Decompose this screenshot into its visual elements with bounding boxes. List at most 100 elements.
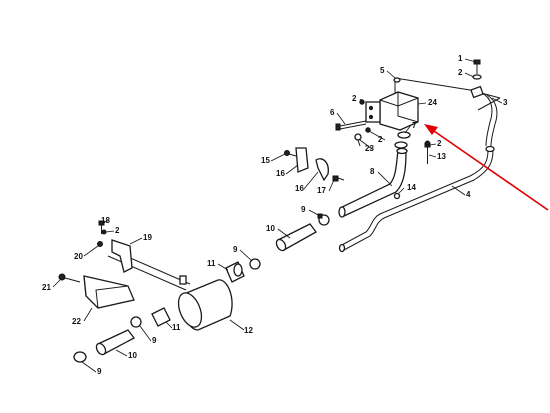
callout-2: 2: [352, 94, 357, 103]
gasket-7[interactable]: [394, 131, 411, 149]
callout-23: 23: [365, 144, 374, 153]
bolt-15[interactable]: [284, 150, 297, 157]
clip-14[interactable]: [393, 192, 401, 200]
leader-line: [277, 228, 291, 239]
leader-line: [328, 179, 335, 192]
leader-line: [217, 263, 229, 271]
bolt-13[interactable]: [424, 140, 431, 164]
leader-line: [239, 249, 253, 262]
leader-line: [359, 98, 363, 103]
elbow-11-upper[interactable]: [225, 261, 245, 283]
clamp-9-bottom[interactable]: [73, 351, 87, 363]
pump-body-24[interactable]: [365, 91, 419, 131]
leader-line: [308, 209, 321, 217]
leader-lines: [52, 58, 503, 373]
callout-5: 5: [380, 66, 385, 75]
leader-line: [83, 307, 93, 322]
washers-2[interactable]: [359, 99, 371, 133]
callout-22: 22: [72, 317, 81, 326]
highlight-arrow: [424, 124, 549, 211]
leader-line: [451, 185, 466, 196]
callout-15: 15: [261, 156, 270, 165]
callout-13: 13: [437, 152, 446, 161]
bracket-16-upper[interactable]: [295, 147, 309, 173]
leader-line: [428, 154, 437, 158]
leader-line: [129, 237, 143, 245]
callout-11: 11: [172, 323, 181, 332]
leader-line: [139, 325, 152, 342]
leader-line: [429, 143, 437, 146]
tray-22[interactable]: [83, 275, 135, 309]
leader-line: [99, 220, 109, 223]
callout-2: 2: [378, 135, 383, 144]
leader-line: [491, 97, 503, 104]
callout-10: 10: [266, 224, 275, 233]
callout-1: 1: [458, 54, 463, 63]
leader-line: [270, 153, 286, 162]
leader-line: [52, 279, 61, 288]
leader-line: [464, 58, 477, 63]
callout-10: 10: [128, 351, 137, 360]
washer-2-top[interactable]: [472, 74, 482, 80]
bracket-19[interactable]: [111, 239, 133, 273]
leader-line: [368, 130, 386, 141]
leader-line: [303, 171, 319, 190]
clamp-9-lower[interactable]: [130, 316, 142, 328]
leader-line: [336, 112, 346, 125]
callout-6: 6: [330, 108, 335, 117]
callout-16: 16: [295, 184, 304, 193]
suction-pipe-8[interactable]: [338, 147, 408, 218]
callout-7: 7: [412, 121, 417, 130]
callout-16: 16: [276, 169, 285, 178]
leader-line: [359, 139, 373, 150]
callout-9: 9: [301, 205, 306, 214]
callout-4: 4: [466, 190, 471, 199]
bolt-5[interactable]: [393, 77, 401, 83]
callout-20: 20: [74, 252, 83, 261]
bolt-21[interactable]: [58, 273, 81, 283]
callout-11: 11: [207, 259, 216, 268]
hose-10-upper[interactable]: [275, 223, 317, 252]
fitting-3[interactable]: [470, 85, 498, 147]
callout-18: 18: [101, 216, 110, 225]
callout-3: 3: [503, 98, 508, 107]
leader-line: [165, 321, 173, 329]
leader-line: [377, 171, 393, 187]
callout-14: 14: [407, 183, 416, 192]
elbow-11-lower[interactable]: [151, 307, 171, 327]
clamp-9-mid[interactable]: [249, 258, 261, 270]
callout-9: 9: [97, 367, 102, 376]
leader-line: [83, 245, 99, 257]
leader-line: [404, 124, 412, 134]
hose-10-lower[interactable]: [95, 329, 135, 356]
leader-line: [285, 164, 299, 175]
leader-line: [81, 361, 97, 373]
leader-line: [397, 187, 405, 195]
nut-20[interactable]: [97, 241, 103, 247]
bracket-16-lower[interactable]: [315, 158, 329, 182]
washer-2-left[interactable]: [101, 229, 107, 235]
callout-labels: 1 2 3 5 2 24 6 2 7 23 2 13 15 16 16 17 8…: [42, 54, 508, 376]
callout-9: 9: [152, 336, 157, 345]
leader-line: [115, 349, 128, 357]
filter-12[interactable]: [174, 275, 233, 331]
leader-line: [464, 72, 475, 78]
leader-line: [229, 319, 245, 331]
leader-line: [417, 102, 427, 105]
bolt-17[interactable]: [332, 175, 345, 182]
callout-24: 24: [428, 98, 437, 107]
callout-9: 9: [233, 245, 238, 254]
bolt-1[interactable]: [473, 59, 481, 74]
bolt-6[interactable]: [335, 120, 367, 131]
bolt-18[interactable]: [98, 220, 105, 234]
leader-line: [386, 70, 396, 79]
return-pipe-4[interactable]: [338, 145, 495, 253]
leader-line: [105, 230, 115, 233]
callout-8: 8: [370, 167, 375, 176]
callout-2: 2: [437, 139, 442, 148]
callout-12: 12: [244, 326, 253, 335]
callout-2: 2: [115, 226, 120, 235]
bolt-23[interactable]: [354, 133, 362, 147]
callout-17: 17: [317, 186, 326, 195]
